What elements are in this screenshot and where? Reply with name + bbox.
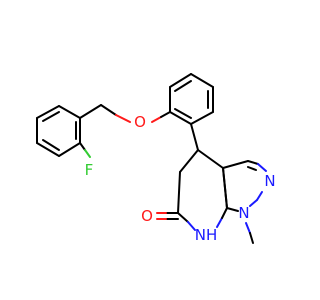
aryl-c4-bond (190, 123, 199, 151)
fluoro-substituent: F (79, 142, 94, 179)
pyrazole-n1-label: N (238, 204, 249, 222)
amide-nh-label: NH (195, 226, 218, 244)
fluorophenyl-ring (36, 105, 81, 157)
molecule-structure: F O NH O (36, 73, 276, 244)
n-methyl-group (245, 222, 254, 244)
pyrazole-n2-label: N (264, 172, 275, 190)
ether-oxygen-label: O (134, 113, 146, 131)
structure-canvas: F O NH O (36, 73, 276, 244)
carbonyl-group: O (141, 207, 179, 225)
pyrazole-ring: N N (222, 160, 276, 222)
phenyl-ring (169, 73, 214, 125)
carbonyl-oxygen-label: O (141, 207, 153, 225)
fluorine-label: F (85, 161, 94, 179)
pyridinone-ring: NH (177, 149, 228, 244)
benzyloxy-linker: O (79, 104, 171, 131)
